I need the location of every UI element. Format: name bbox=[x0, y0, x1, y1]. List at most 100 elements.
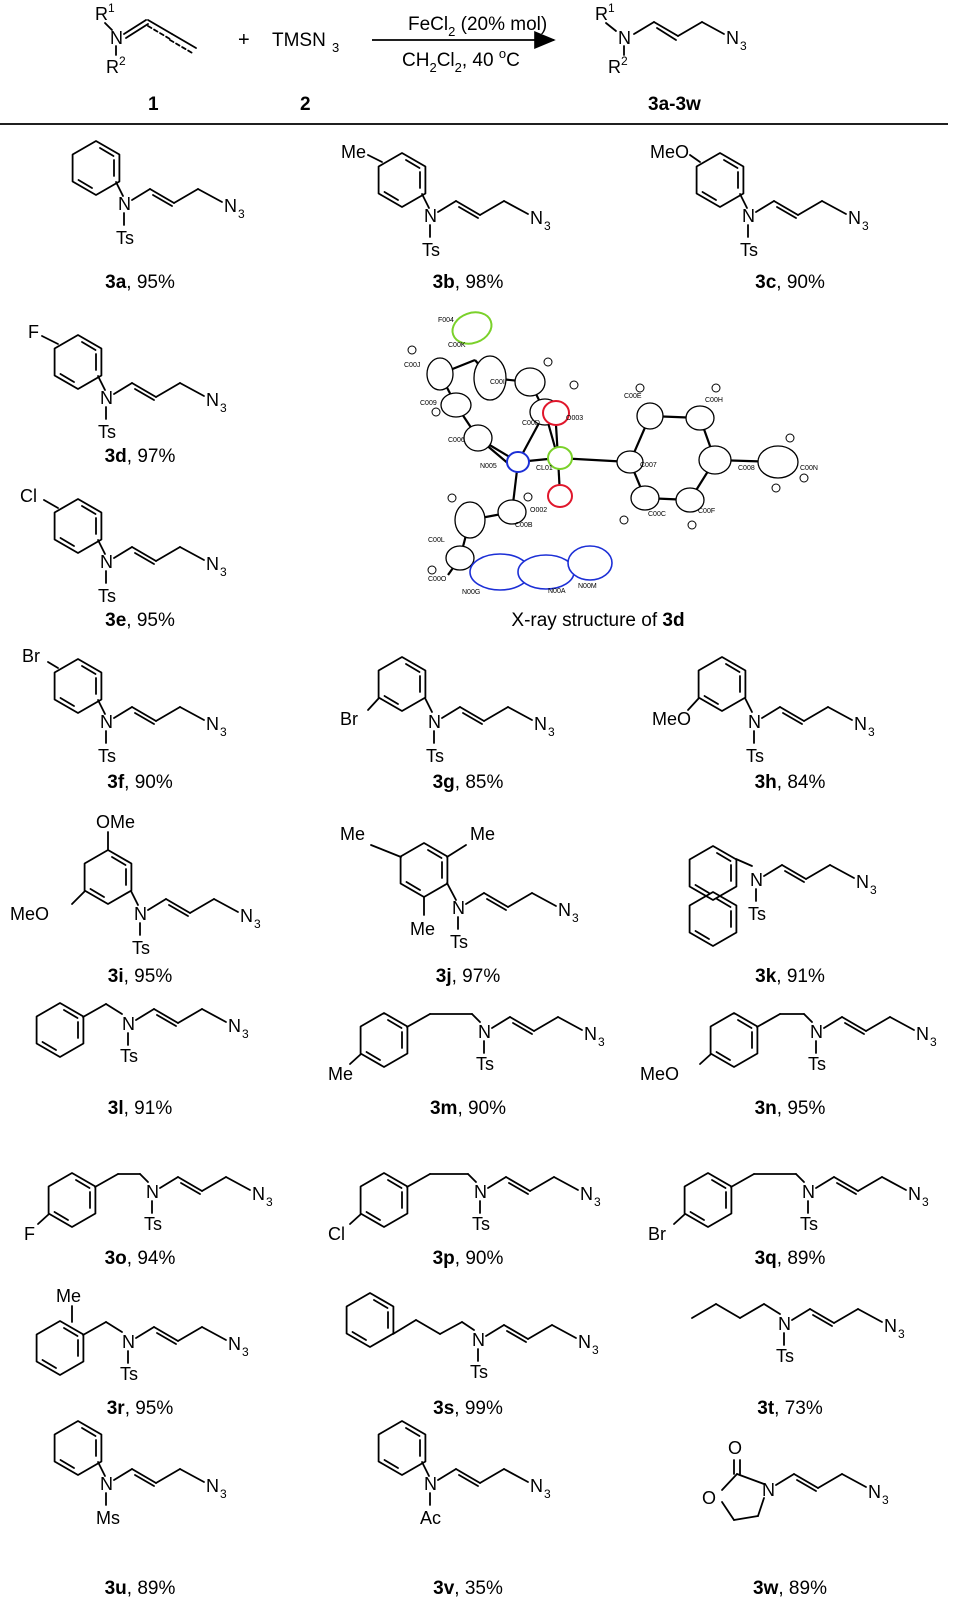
svg-text:Br: Br bbox=[22, 646, 40, 666]
svg-text:N: N bbox=[558, 900, 571, 920]
structure-3b: Me N Ts N 3 bbox=[341, 142, 551, 260]
svg-text:3: 3 bbox=[266, 1195, 273, 1209]
svg-text:3: 3 bbox=[220, 565, 227, 579]
svg-text:R: R bbox=[106, 57, 119, 77]
svg-text:N: N bbox=[868, 1482, 881, 1502]
svg-text:MeO: MeO bbox=[640, 1064, 679, 1084]
svg-text:C00E: C00E bbox=[624, 393, 642, 400]
svg-text:N: N bbox=[530, 208, 543, 228]
svg-text:Ac: Ac bbox=[420, 1508, 441, 1528]
caption-3f: 3f, 90% bbox=[107, 772, 173, 793]
svg-text:MeO: MeO bbox=[10, 904, 49, 924]
svg-text:N: N bbox=[252, 1184, 265, 1204]
svg-text:3: 3 bbox=[592, 1343, 599, 1357]
svg-text:N: N bbox=[224, 196, 237, 216]
svg-text:C00K: C00K bbox=[448, 342, 466, 349]
svg-text:N: N bbox=[240, 906, 253, 926]
structure-3h: MeO N Ts N 3 bbox=[652, 656, 875, 766]
svg-text:Ts: Ts bbox=[800, 1214, 818, 1234]
svg-text:N: N bbox=[578, 1332, 591, 1352]
caption-3c: 3c, 90% bbox=[755, 272, 825, 293]
svg-text:3: 3 bbox=[242, 1345, 249, 1359]
svg-text:C00I: C00I bbox=[490, 379, 505, 386]
reactant-tmsn3: TMSN 3 2 bbox=[272, 30, 339, 115]
structure-3k: N Ts N 3 bbox=[688, 845, 877, 947]
svg-text:3: 3 bbox=[254, 917, 261, 931]
caption-3r: 3r, 95% bbox=[106, 1398, 174, 1419]
svg-text:N: N bbox=[750, 870, 763, 890]
structure-3o: F N Ts N 3 bbox=[24, 1172, 273, 1244]
structure-3v: N Ac N 3 bbox=[377, 1420, 551, 1528]
structure-3c: MeO N Ts N 3 bbox=[650, 142, 869, 260]
svg-text:Ts: Ts bbox=[426, 746, 444, 766]
svg-text:N: N bbox=[228, 1016, 241, 1036]
svg-text:Me: Me bbox=[340, 824, 365, 844]
svg-text:N: N bbox=[134, 904, 147, 924]
svg-text:C008: C008 bbox=[738, 465, 755, 472]
structure-3p: Cl N Ts N 3 bbox=[328, 1172, 601, 1244]
svg-text:N: N bbox=[118, 194, 131, 214]
svg-text:N: N bbox=[908, 1184, 921, 1204]
svg-text:Ts: Ts bbox=[748, 904, 766, 924]
svg-text:N: N bbox=[452, 898, 465, 918]
svg-text:Me: Me bbox=[56, 1286, 81, 1306]
structure-3f: Br N Ts N 3 bbox=[22, 646, 227, 766]
svg-text:N: N bbox=[580, 1184, 593, 1204]
svg-text:3: 3 bbox=[220, 401, 227, 415]
svg-text:2: 2 bbox=[621, 54, 628, 68]
svg-text:N: N bbox=[424, 1474, 437, 1494]
structure-3i: OMe MeO N Ts N 3 bbox=[10, 812, 261, 958]
svg-text:3a-3w: 3a-3w bbox=[648, 94, 701, 115]
svg-text:N: N bbox=[110, 28, 123, 48]
svg-text:3: 3 bbox=[332, 40, 339, 55]
svg-text:3: 3 bbox=[548, 725, 555, 739]
product-general: R 1 N R 2 N 3 3a-3w bbox=[595, 1, 747, 115]
svg-text:R: R bbox=[608, 57, 621, 77]
svg-text:Ts: Ts bbox=[144, 1214, 162, 1234]
svg-text:Br: Br bbox=[340, 709, 358, 729]
caption-3p: 3p, 90% bbox=[432, 1248, 504, 1269]
svg-text:N: N bbox=[478, 1022, 491, 1042]
structure-3a: N Ts N 3 bbox=[71, 140, 245, 248]
caption-3n: 3n, 95% bbox=[754, 1098, 826, 1119]
svg-text:C007: C007 bbox=[640, 462, 657, 469]
caption-3t: 3t, 73% bbox=[757, 1398, 823, 1419]
svg-text:3: 3 bbox=[572, 911, 579, 925]
svg-text:3: 3 bbox=[544, 219, 551, 233]
svg-text:N: N bbox=[884, 1316, 897, 1336]
svg-text:N: N bbox=[206, 390, 219, 410]
svg-text:N: N bbox=[122, 1332, 135, 1352]
caption-3i: 3i, 95% bbox=[107, 966, 173, 987]
svg-text:3: 3 bbox=[930, 1035, 937, 1049]
svg-text:C00N: C00N bbox=[800, 465, 818, 472]
structure-3j: Me Me Me N Ts N 3 bbox=[340, 824, 579, 952]
svg-text:3: 3 bbox=[242, 1027, 249, 1041]
svg-text:C00B: C00B bbox=[515, 522, 533, 529]
svg-text:3: 3 bbox=[220, 1487, 227, 1501]
svg-text:N: N bbox=[472, 1330, 485, 1350]
svg-text:N: N bbox=[100, 712, 113, 732]
structure-3l: N Ts N 3 bbox=[35, 1002, 249, 1066]
svg-text:C00L: C00L bbox=[428, 537, 445, 544]
svg-text:R: R bbox=[95, 4, 108, 24]
svg-text:3: 3 bbox=[594, 1195, 601, 1209]
svg-text:Ts: Ts bbox=[98, 586, 116, 606]
svg-text:3: 3 bbox=[898, 1327, 905, 1341]
structure-3s: N Ts N 3 bbox=[345, 1292, 599, 1382]
svg-text:Ts: Ts bbox=[740, 240, 758, 260]
structure-3t: N Ts N 3 bbox=[691, 1303, 905, 1366]
svg-text:1: 1 bbox=[608, 1, 615, 15]
structure-3n: MeO N Ts N 3 bbox=[640, 1012, 937, 1084]
svg-text:MeO: MeO bbox=[652, 709, 691, 729]
svg-text:N: N bbox=[584, 1024, 597, 1044]
xray-structure: F004 C00K C00J C00I C009 C006 C00D O003 … bbox=[404, 311, 818, 596]
svg-text:Ms: Ms bbox=[96, 1508, 120, 1528]
caption-3w: 3w, 89% bbox=[753, 1578, 827, 1599]
svg-text:1: 1 bbox=[108, 1, 115, 15]
structure-3e: Cl N Ts N 3 bbox=[20, 486, 227, 606]
reactant-allenamide: R 1 N R 2 1 bbox=[95, 1, 197, 115]
svg-text:F: F bbox=[24, 1224, 35, 1244]
svg-text:Ts: Ts bbox=[476, 1054, 494, 1074]
svg-text:TMSN: TMSN bbox=[272, 30, 326, 51]
svg-text:3: 3 bbox=[598, 1035, 605, 1049]
